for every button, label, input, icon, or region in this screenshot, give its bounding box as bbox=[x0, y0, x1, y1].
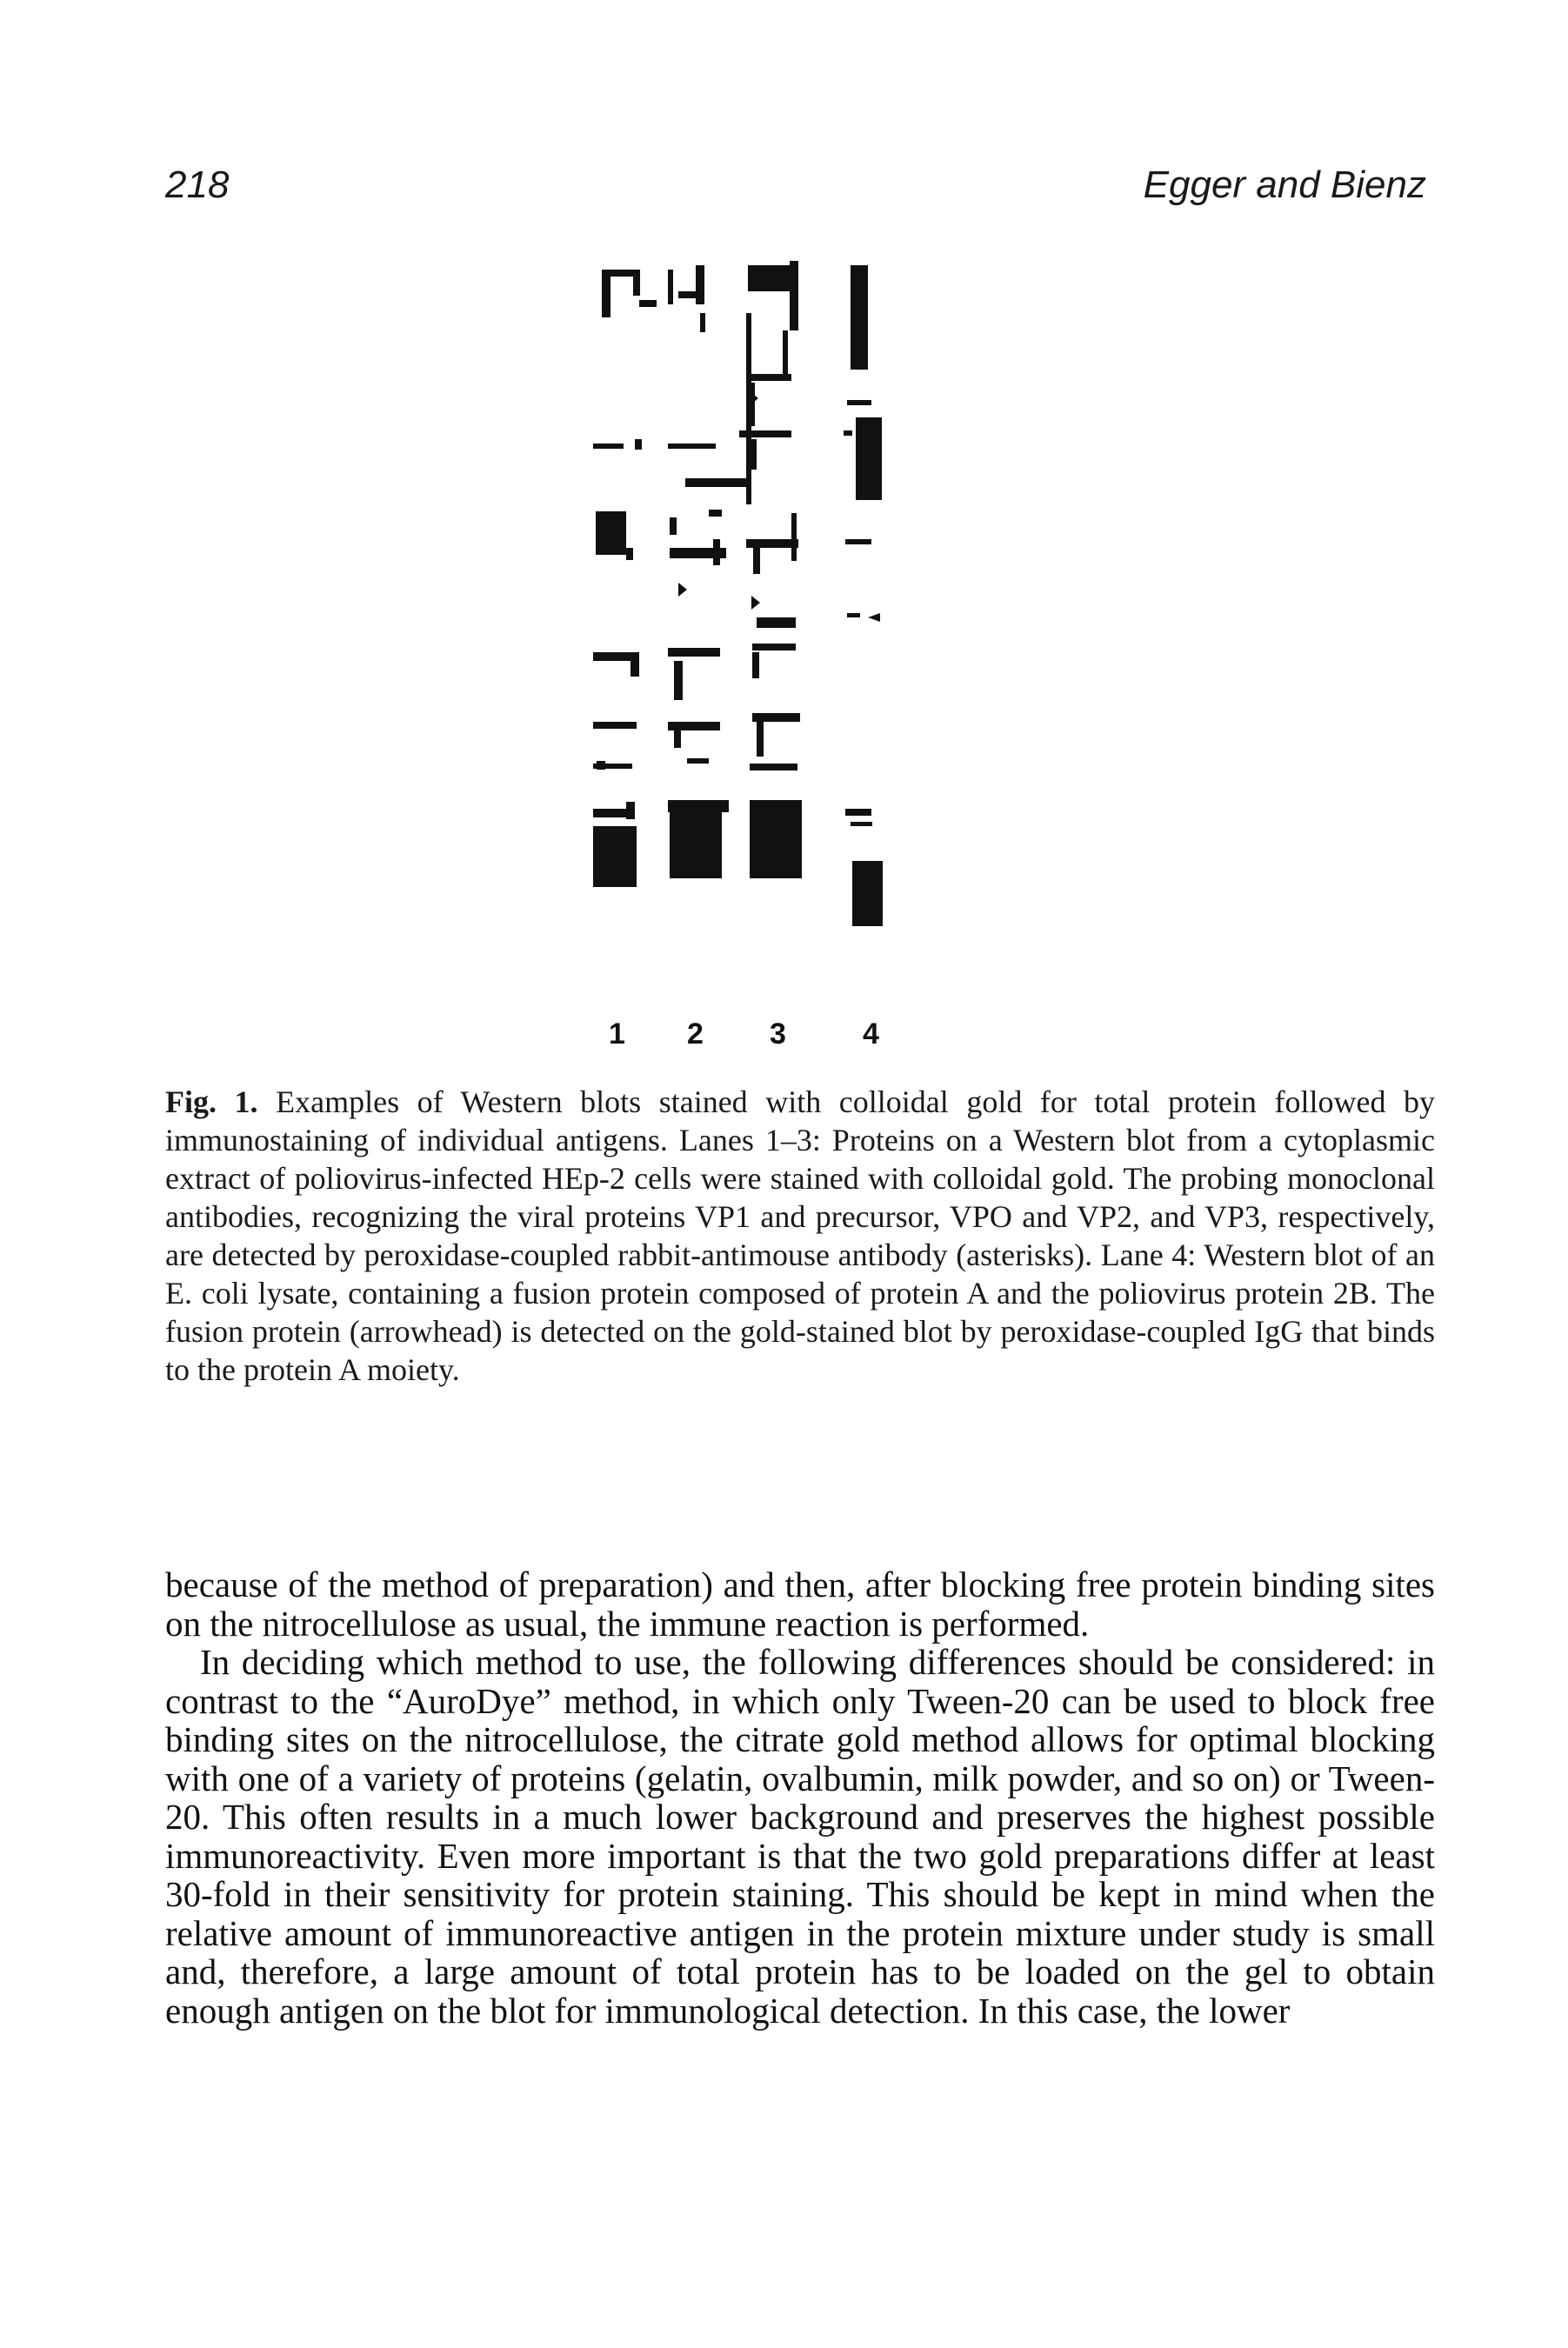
page-number: 218 bbox=[165, 163, 230, 206]
figure-caption: Fig. 1. Examples of Western blots staine… bbox=[165, 1083, 1435, 1389]
western-blot-image bbox=[593, 261, 883, 926]
running-head-authors: Egger and Bienz bbox=[1143, 163, 1426, 206]
figure-caption-text: Examples of Western blots stained with c… bbox=[165, 1084, 1435, 1387]
lane-label-4: 4 bbox=[863, 1017, 879, 1051]
body-paragraph-2: In deciding which method to use, the fol… bbox=[165, 1642, 1435, 2031]
figure-label: Fig. 1. bbox=[165, 1084, 258, 1119]
lane-label-1: 1 bbox=[609, 1017, 625, 1051]
lane-label-3: 3 bbox=[770, 1017, 786, 1051]
running-head: 218 Egger and Bienz bbox=[165, 163, 1426, 216]
figure-western-blot: 1 2 3 4 bbox=[557, 252, 1009, 1052]
body-paragraph-1: because of the method of preparation) an… bbox=[165, 1564, 1435, 1644]
lane-labels: 1 2 3 4 bbox=[557, 1017, 1009, 1061]
lane-label-2: 2 bbox=[687, 1017, 704, 1051]
body-text: because of the method of preparation) an… bbox=[165, 1565, 1435, 2030]
